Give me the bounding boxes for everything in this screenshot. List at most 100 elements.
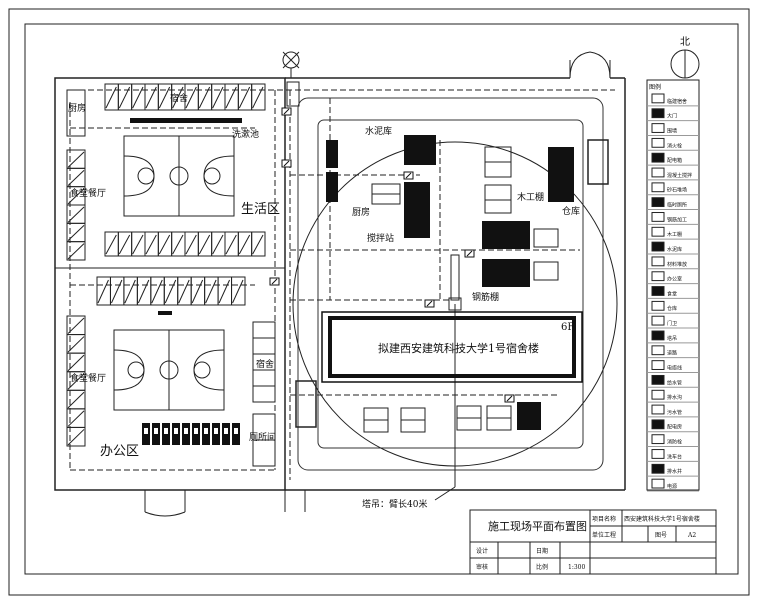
room-stroke — [67, 206, 85, 223]
basketball-court-2 — [113, 329, 225, 411]
room-stroke — [110, 279, 123, 304]
warehouse — [548, 147, 574, 202]
distribution-box-mark — [405, 172, 412, 179]
legend-symbol — [651, 108, 665, 119]
gate-house-left — [295, 380, 317, 428]
legend-item-label: 钢筋加工 — [667, 216, 687, 223]
legend-item-label: 塔吊 — [667, 335, 677, 342]
label-carpentry: 木工棚 — [517, 191, 544, 203]
room-stroke — [151, 279, 163, 304]
room-stroke — [164, 279, 177, 304]
toilet-block — [252, 413, 276, 467]
gate-bottom-mid[interactable] — [284, 490, 306, 512]
room-stroke — [158, 86, 171, 109]
legend-item-label: 临时厕所 — [667, 202, 687, 209]
kitchen-block — [371, 183, 401, 205]
room-stroke — [198, 86, 211, 109]
room-stroke — [67, 391, 85, 409]
room-stroke — [212, 86, 224, 109]
room-cell — [66, 426, 86, 447]
office-window — [164, 428, 168, 434]
drawing-no-label: 图号 — [655, 532, 667, 539]
legend-item-label: 排水沟 — [667, 394, 682, 401]
legend-item-label: 电缆线 — [667, 364, 682, 371]
office-window — [204, 428, 208, 434]
label-warehouse: 仓库 — [562, 205, 580, 217]
legend-item-label: 临建宿舍 — [667, 98, 687, 105]
office-window — [234, 428, 238, 434]
storage-1 — [363, 407, 389, 433]
room-stroke — [67, 169, 85, 187]
room-cell — [251, 83, 266, 111]
legend-symbol — [651, 182, 665, 193]
legend-symbol — [651, 463, 665, 474]
title-block-title: 施工现场平面布置图 — [488, 519, 587, 533]
design-label: 设计 — [476, 547, 488, 555]
label-canteen-left: 食堂餐厅 — [70, 187, 106, 199]
site-compass — [282, 51, 300, 78]
room-cell — [66, 241, 86, 261]
label-rebar-shed: 钢筋棚 — [472, 291, 499, 303]
office-cells — [142, 423, 240, 445]
unit-label: 单位工程 — [592, 531, 616, 539]
scale-value: 1:300 — [568, 564, 585, 571]
legend-item-label: 洗车台 — [667, 453, 682, 460]
room-stroke — [67, 410, 85, 427]
title-block — [469, 509, 717, 575]
room-stroke — [67, 243, 85, 260]
legend-symbol — [651, 300, 665, 311]
legend-frame — [646, 79, 700, 491]
gate-bottom-left[interactable] — [144, 490, 186, 517]
label-canteen-lower: 食堂餐厅 — [70, 372, 106, 384]
legend-symbol — [651, 330, 665, 341]
office-window — [224, 428, 228, 434]
outer-frame — [8, 8, 750, 596]
room-stroke — [205, 279, 217, 304]
room-stroke — [67, 151, 85, 168]
legend-symbol — [651, 197, 665, 208]
scale-label: 比例 — [536, 563, 548, 571]
room-stroke — [67, 429, 85, 446]
room-stroke — [225, 86, 237, 109]
office-window — [174, 428, 178, 434]
room-cell — [251, 231, 266, 257]
legend-symbol — [651, 360, 665, 370]
north-label: 北 — [680, 36, 690, 48]
legend-item-label: 水泥库 — [667, 246, 682, 253]
project-label: 项目名称 — [592, 515, 616, 523]
legend-symbol — [651, 434, 665, 445]
legend-item-label: 消防栓 — [667, 439, 682, 446]
distribution-box-mark — [271, 278, 278, 285]
legend-symbol — [651, 374, 665, 385]
legend-symbol — [651, 345, 665, 356]
office-window — [184, 428, 188, 434]
dorm-low-cells — [96, 276, 246, 306]
site-wall — [54, 77, 626, 491]
legend-symbol — [651, 137, 665, 148]
crane-leader — [434, 486, 456, 501]
distribution-box-mark — [283, 108, 290, 115]
office-window — [154, 428, 158, 434]
legend-symbol — [651, 167, 665, 178]
legend-symbol — [651, 478, 665, 489]
storage-3 — [456, 405, 482, 431]
room-stroke — [172, 234, 184, 255]
proposed-building — [321, 311, 583, 383]
room-stroke — [67, 224, 85, 242]
roads — [297, 97, 604, 471]
room-stroke — [232, 279, 244, 304]
room-stroke — [238, 86, 251, 109]
legend-item-label: 仓库 — [667, 305, 677, 312]
room-stroke — [105, 234, 117, 255]
room-stroke — [97, 279, 109, 304]
legend-symbol — [651, 241, 665, 252]
storage-2 — [400, 407, 426, 433]
label-building: 拟建西安建筑科技大学1号宿舍楼 — [378, 341, 539, 355]
wash-pool — [130, 118, 242, 123]
legend-symbol — [651, 286, 665, 296]
rebar-shed — [482, 259, 530, 287]
gate-top[interactable] — [569, 51, 611, 79]
dorm-top-cells — [104, 83, 266, 111]
legend-symbol — [651, 226, 665, 237]
